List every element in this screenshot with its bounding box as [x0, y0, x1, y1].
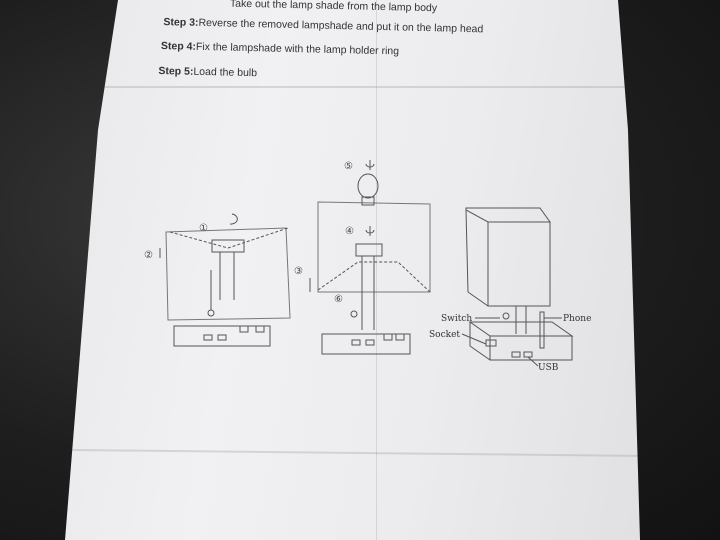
- callout-switch: Switch: [441, 314, 472, 324]
- diagram-remove-shade: [159, 213, 291, 347]
- diagram-reverse-shade: [309, 160, 431, 355]
- paper-fold: [65, 86, 640, 88]
- marker-1: ①: [199, 223, 208, 234]
- marker-6: ⑥: [334, 294, 343, 305]
- diagram-assembled-lamp: [461, 207, 574, 367]
- paper-fold: [376, 0, 377, 540]
- marker-5: ⑤: [344, 161, 353, 172]
- marker-2: ②: [144, 250, 153, 261]
- marker-4: ④: [345, 226, 354, 237]
- callout-usb: USB: [538, 363, 559, 373]
- callout-phone: Phone: [563, 314, 591, 324]
- callout-socket: Socket: [429, 330, 460, 340]
- marker-3: ③: [294, 266, 303, 277]
